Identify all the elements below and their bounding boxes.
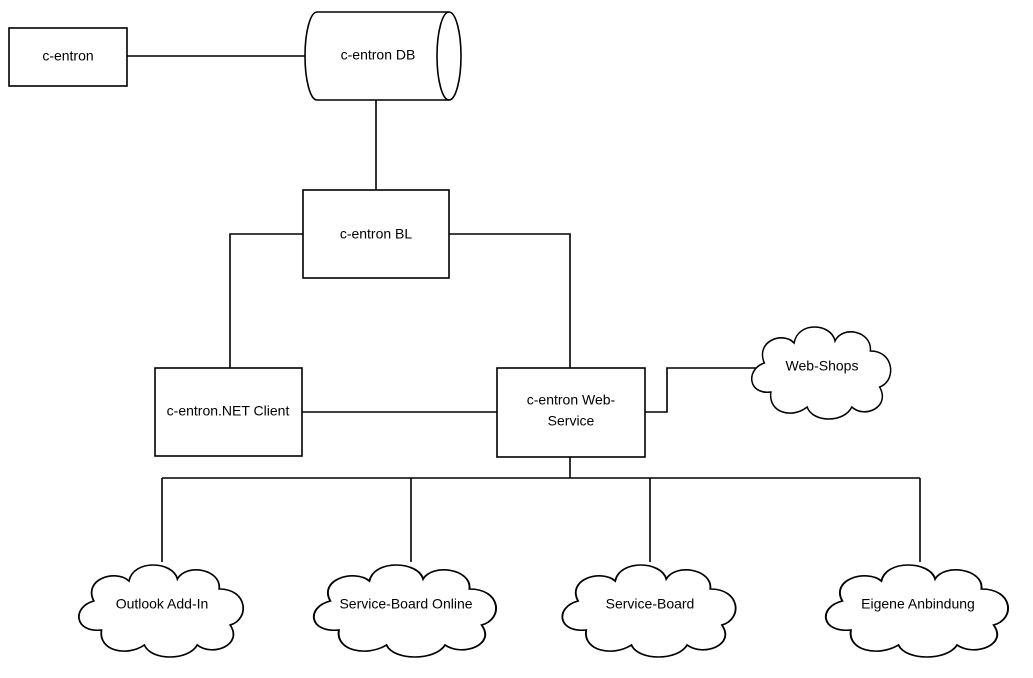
node-webservice: c-entron Web- Service: [496, 367, 646, 458]
node-client: c-entron.NET Client: [154, 367, 303, 457]
node-webshops-cloud: Web-Shops: [750, 326, 892, 420]
node-webservice-label-line2: Service: [548, 413, 595, 429]
connectors: [127, 55, 921, 562]
node-outlook-cloud: Outlook Add-In: [78, 564, 245, 658]
edge-bl-client: [229, 233, 303, 368]
edge-webservice-webshops: [645, 367, 756, 413]
edge-bl-webservice: [449, 233, 571, 368]
node-sb-label: Service-Board: [606, 596, 695, 612]
node-centron-label: c-entron: [42, 48, 93, 64]
node-db-cylinder: c-entron DB: [304, 11, 462, 101]
node-client-label: c-entron.NET Client: [167, 403, 290, 419]
node-bl: c-entron BL: [302, 189, 450, 279]
node-sb-cloud: Service-Board: [561, 564, 737, 658]
node-webservice-label-line1: c-entron Web-: [527, 392, 616, 408]
node-sbonline-cloud: Service-Board Online: [312, 564, 498, 658]
node-eigene-cloud: Eigene Anbindung: [824, 564, 1010, 658]
node-bl-label: c-entron BL: [340, 226, 413, 242]
node-eigene-label: Eigene Anbindung: [861, 596, 975, 612]
node-centron: c-entron: [8, 27, 128, 87]
node-sbonline-label: Service-Board Online: [339, 596, 472, 612]
node-webshops-label: Web-Shops: [786, 358, 859, 374]
node-outlook-label: Outlook Add-In: [116, 596, 209, 612]
node-db-label: c-entron DB: [341, 47, 416, 63]
